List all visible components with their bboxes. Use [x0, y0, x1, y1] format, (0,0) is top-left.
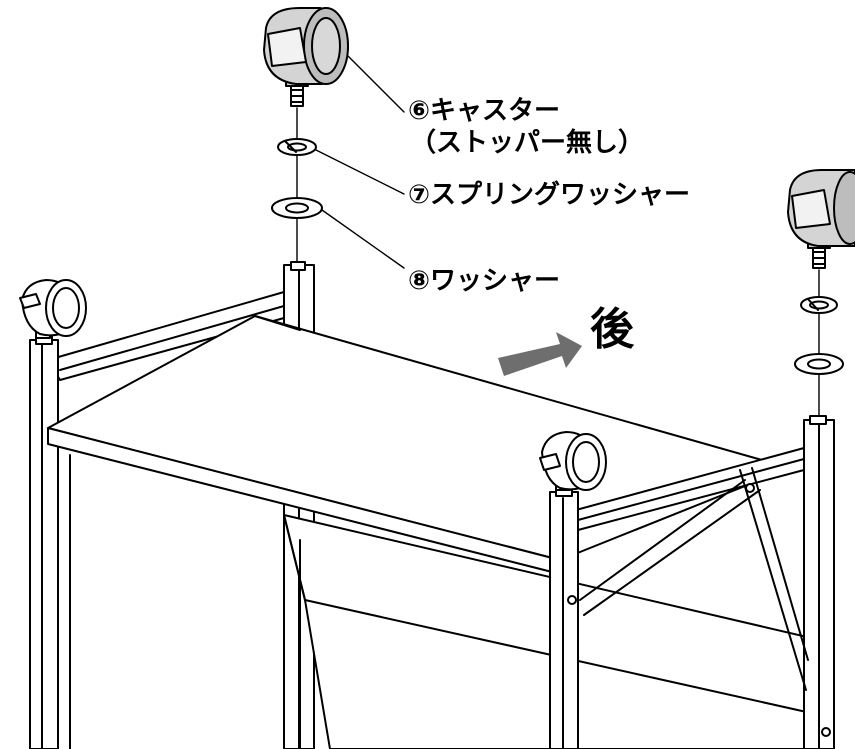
caster-installed-right [539, 431, 607, 491]
caster-installed-left [19, 279, 87, 339]
caster-exploded-right [787, 169, 855, 417]
washer-right [794, 353, 844, 375]
caster-exploded-top [263, 7, 349, 263]
direction-label: 後 [590, 304, 634, 355]
spring-washer-right [800, 296, 838, 314]
shelf-board [47, 315, 791, 575]
leader-lines [315, 55, 405, 269]
right-side-frame [549, 415, 835, 749]
callout-washer: ⑧ワッシャー [408, 266, 561, 296]
left-side-frame [29, 291, 285, 749]
spring-washer-top [277, 138, 317, 156]
washer-top [271, 197, 323, 219]
callout-caster: ⑥キャスター [408, 96, 561, 126]
direction-arrow [498, 332, 582, 376]
callout-caster-note: （ストッパー無し） [410, 128, 645, 158]
callout-spring-washer: ⑦スプリングワッシャー [408, 180, 691, 210]
